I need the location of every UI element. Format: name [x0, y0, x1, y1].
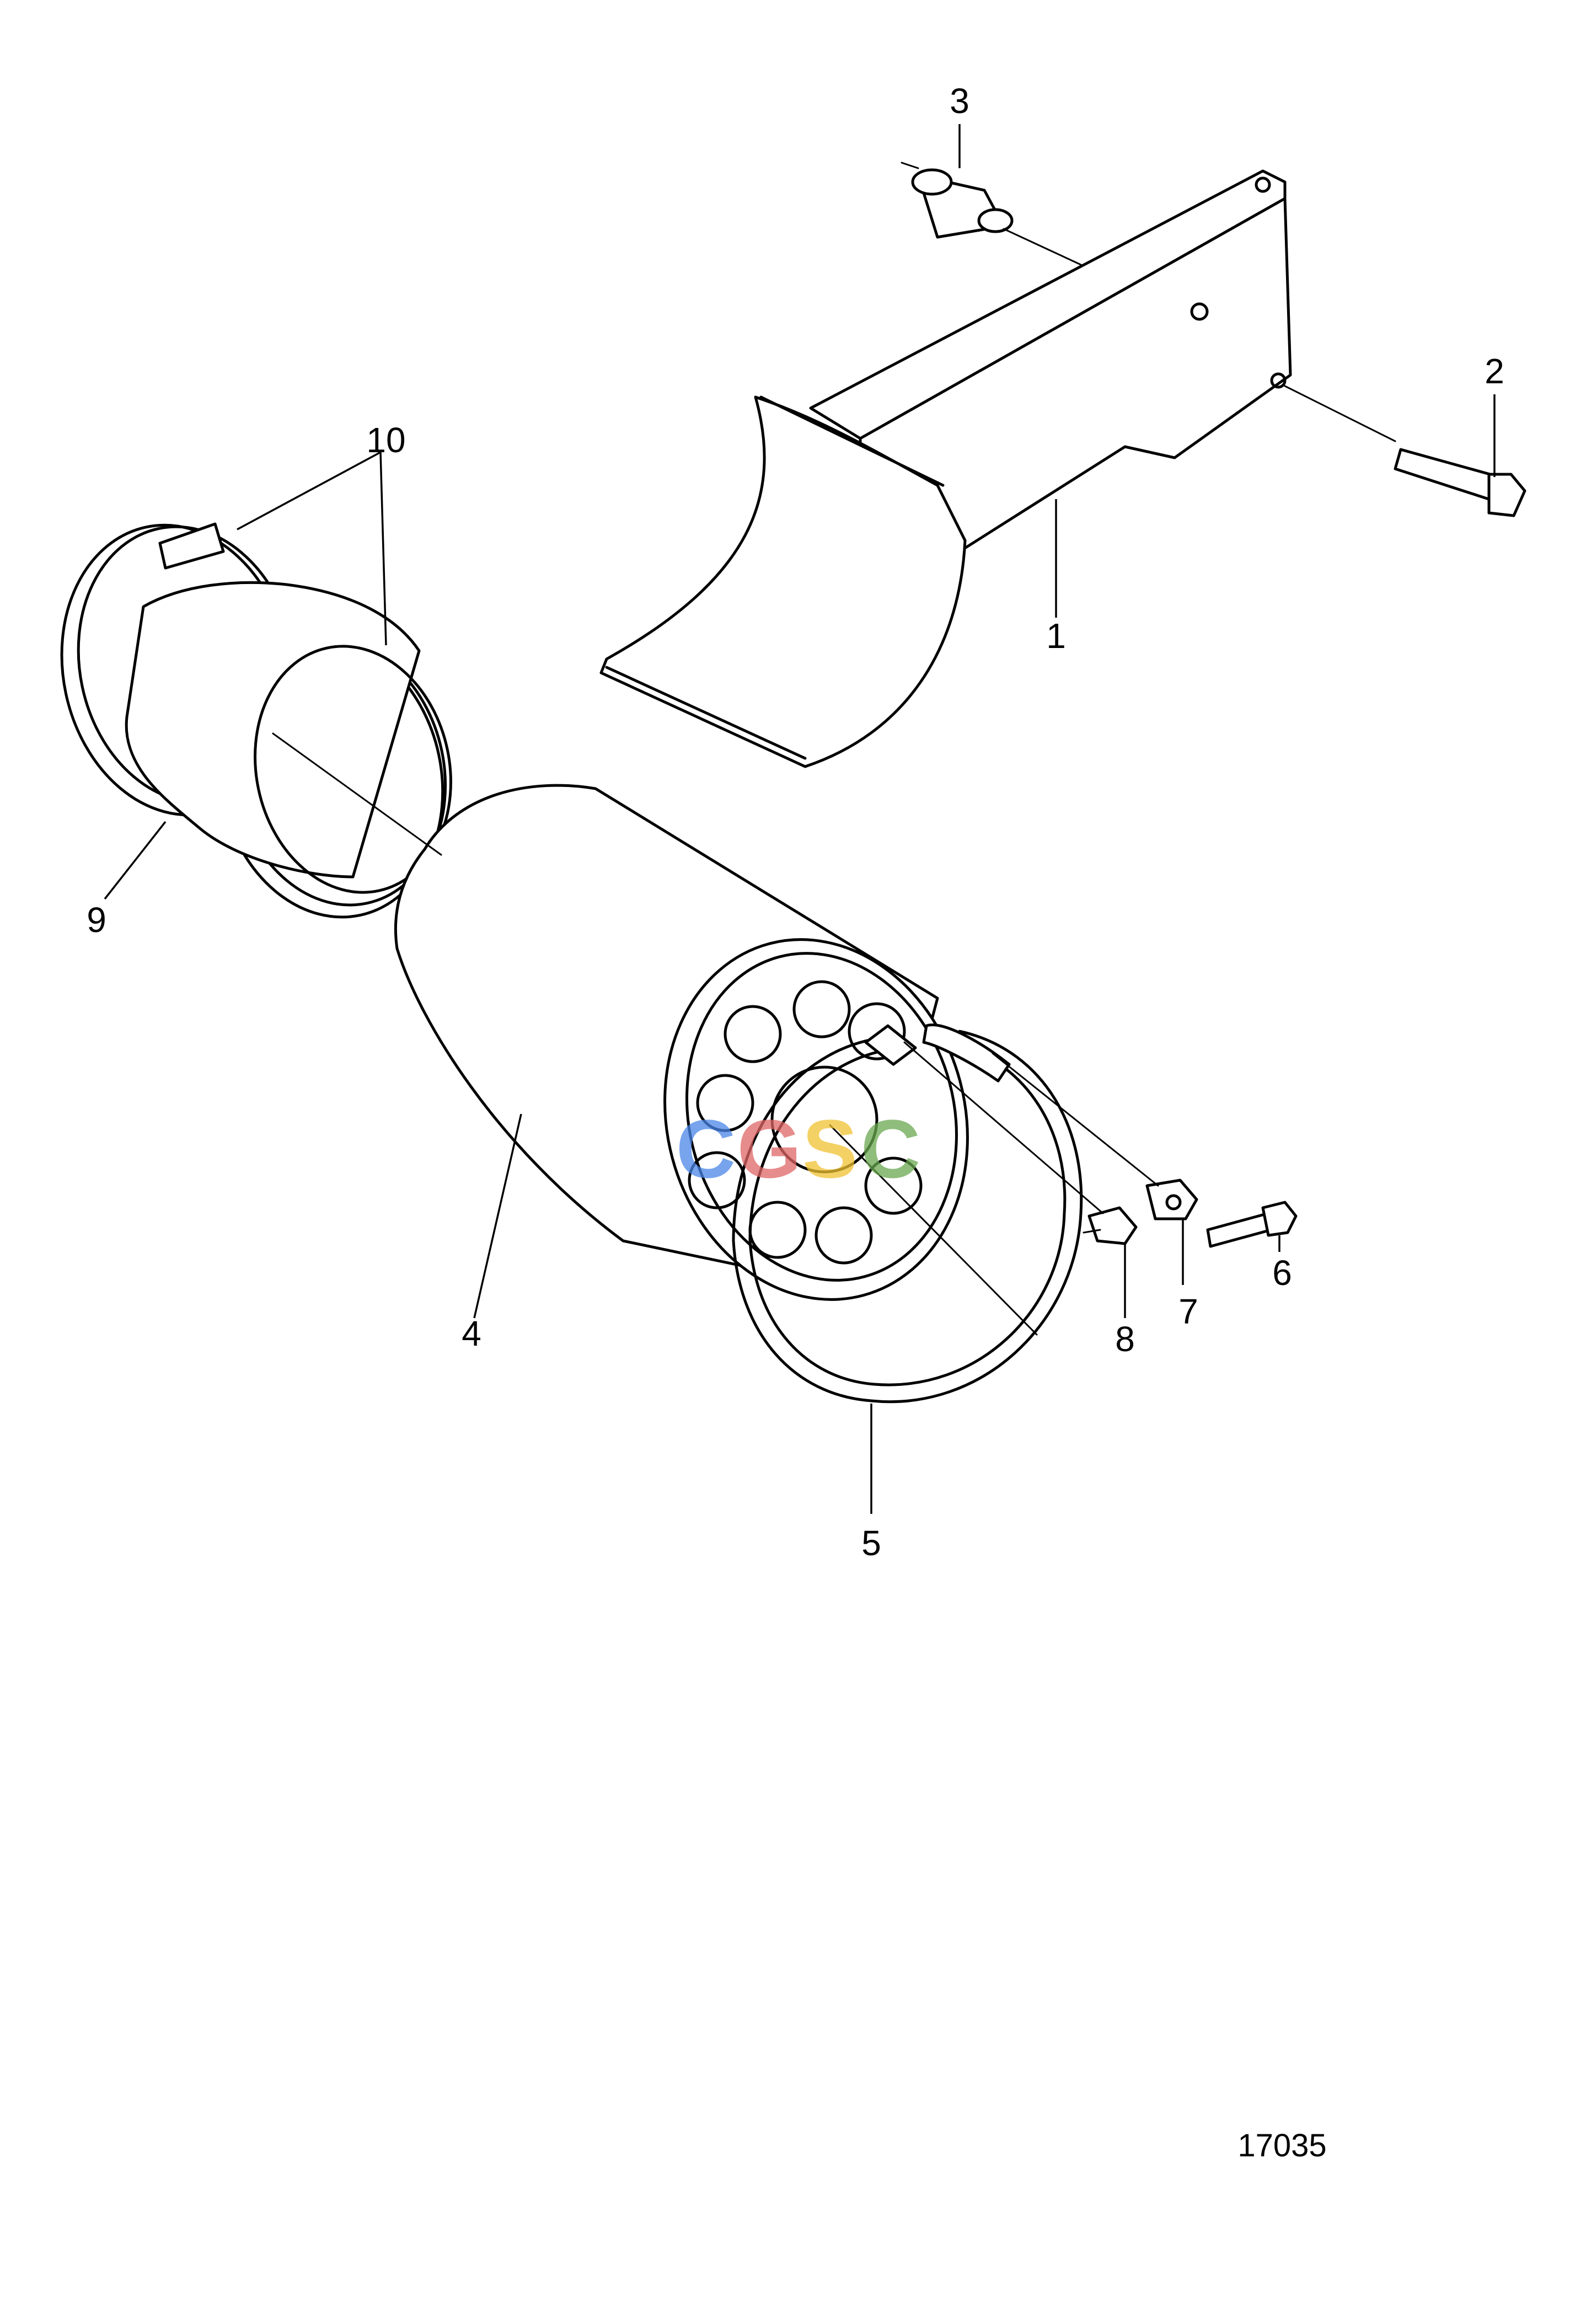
watermark-letter-s: S	[802, 1102, 858, 1195]
callout-8: 8	[1115, 1319, 1135, 1359]
watermark-letter-c2: C	[861, 1102, 920, 1195]
part-9-rubber-hose	[125, 581, 452, 894]
callout-6: 6	[1272, 1253, 1292, 1293]
part-2-bolt	[1394, 448, 1526, 517]
callout-1: 1	[1046, 616, 1066, 656]
callout-10: 10	[366, 420, 405, 460]
callout-9: 9	[87, 900, 106, 940]
part-5-strap-clamp	[732, 1024, 1083, 1404]
callout-4: 4	[462, 1314, 481, 1353]
callout-5: 5	[861, 1523, 881, 1563]
part-7-nut	[1145, 1179, 1198, 1220]
callout-2: 2	[1485, 351, 1504, 391]
callout-7: 7	[1178, 1292, 1198, 1331]
watermark-letter-g: G	[737, 1102, 802, 1195]
part-3-spacer	[911, 168, 1014, 239]
part-8-washer	[1087, 1206, 1138, 1245]
part-4-silencer	[394, 784, 969, 1301]
callout-3: 3	[950, 81, 969, 121]
leader-lines	[104, 124, 1496, 1514]
assembly-center-lines	[272, 162, 1396, 1336]
callout-labels: 1 2 3 4 5 6 7 8 9 10	[87, 81, 1504, 1563]
part-1-support-bracket	[599, 169, 1292, 768]
watermark: C G S C	[676, 1102, 920, 1195]
part-6-bolt	[1206, 1201, 1298, 1248]
watermark-letter-c1: C	[676, 1102, 736, 1195]
figure-id: 17035	[1237, 2128, 1326, 2164]
